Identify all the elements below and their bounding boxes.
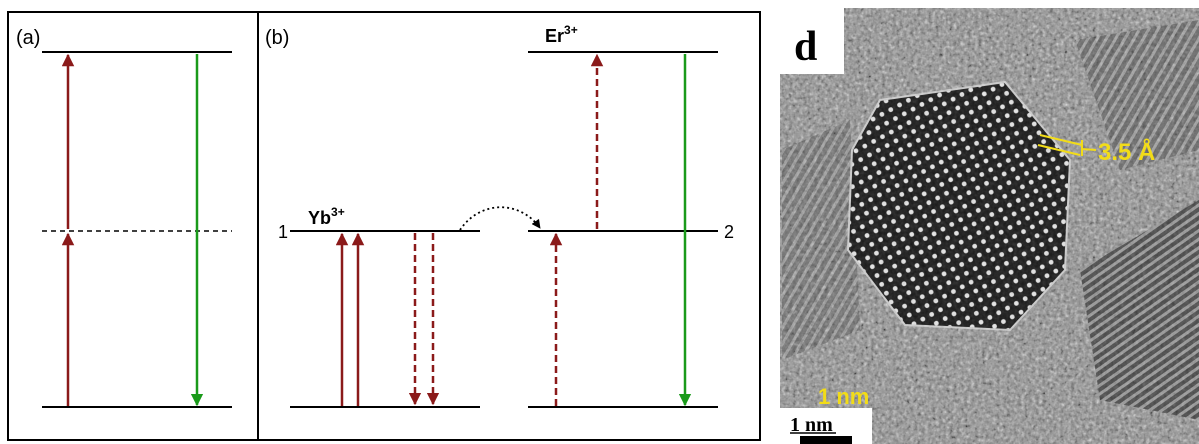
lattice-spacing-marker [1037,134,1097,156]
panel-b-label: (b) [265,27,289,49]
lattice-spacing-label: 3.5 Å [1098,138,1155,166]
scale-label-yellow: 1 nm [818,384,869,409]
er-ion-label: Er3+ [545,23,578,46]
panel-b-frame [257,11,761,441]
level-label-2: 2 [724,222,734,242]
yb-ion-label: Yb3+ [308,205,345,228]
panel-d-label: d [794,24,817,70]
level-label-1: 1 [278,222,288,242]
panel-b: (b) 1 Yb3+ 2 Er3+ [257,11,761,441]
energy-transfer-arrow [459,206,541,231]
panel-a-label: (a) [16,27,40,49]
panel-d-label-box [780,8,844,74]
tem-noise-overlay [780,8,1199,444]
scale-bar-label: 1 nm [790,414,833,436]
panel-d-tem-image: d 3.5 Å 1 nm 1 nm [780,8,1199,444]
scale-bar [800,436,852,444]
panel-a: (a) [7,11,259,441]
panel-a-frame [7,11,259,441]
